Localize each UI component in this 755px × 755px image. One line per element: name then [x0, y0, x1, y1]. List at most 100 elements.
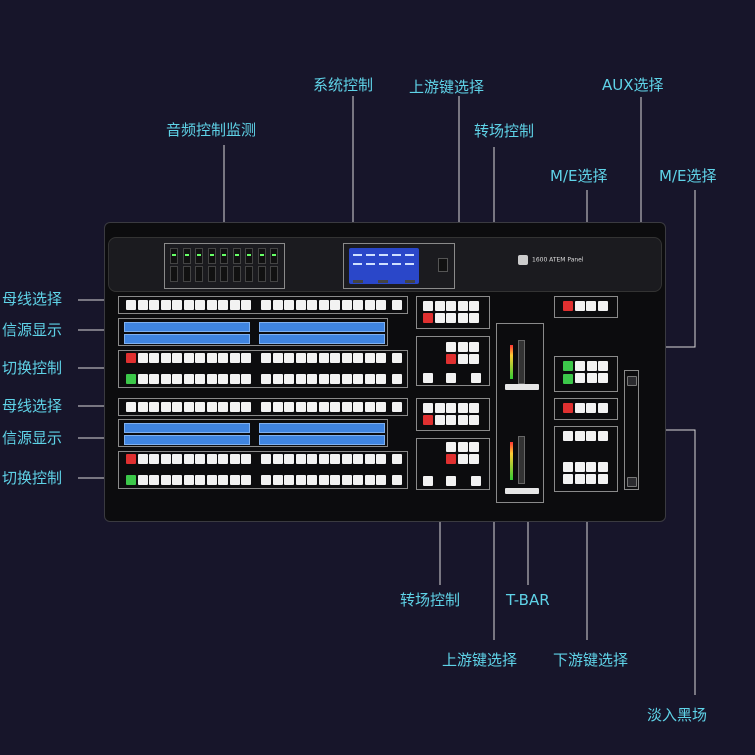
program-button[interactable]: [272, 353, 283, 363]
bus-button[interactable]: [376, 300, 386, 310]
transition-button[interactable]: [457, 354, 468, 364]
system-soft-button-2[interactable]: [378, 280, 388, 283]
audio-fader-lower[interactable]: [220, 266, 228, 282]
bus-button[interactable]: [261, 300, 271, 310]
audio-fader-lower[interactable]: [170, 266, 178, 282]
program-button[interactable]: [307, 353, 317, 363]
bus-button[interactable]: [318, 300, 329, 310]
bus-button[interactable]: [183, 300, 194, 310]
program-button[interactable]: [376, 353, 386, 363]
program-button[interactable]: [284, 454, 294, 464]
me-select-button[interactable]: [575, 373, 585, 383]
bus-button[interactable]: [364, 402, 375, 412]
upstream-key-button[interactable]: [457, 313, 468, 323]
program-button[interactable]: [341, 454, 352, 464]
me-select-button[interactable]: [586, 373, 597, 383]
me-select-button[interactable]: [563, 374, 573, 384]
program-button[interactable]: [218, 353, 228, 363]
transition-button[interactable]: [446, 454, 456, 464]
audio-fader[interactable]: [257, 248, 266, 264]
preview-button[interactable]: [307, 475, 317, 485]
fade-to-black-button[interactable]: [627, 376, 637, 386]
preview-button[interactable]: [364, 374, 375, 384]
audio-fader[interactable]: [270, 248, 278, 264]
preview-button[interactable]: [353, 475, 363, 485]
bus-button[interactable]: [392, 300, 402, 310]
bus-button[interactable]: [307, 402, 317, 412]
bus-button[interactable]: [172, 402, 182, 412]
program-button[interactable]: [272, 454, 283, 464]
program-button[interactable]: [241, 353, 251, 363]
bus-button[interactable]: [195, 300, 205, 310]
tbar-handle-2[interactable]: [505, 488, 539, 494]
bus-button[interactable]: [218, 402, 228, 412]
preview-button[interactable]: [183, 475, 194, 485]
preview-button[interactable]: [172, 374, 182, 384]
program-button[interactable]: [172, 454, 182, 464]
upstream-key-button[interactable]: [469, 313, 479, 323]
bus-button[interactable]: [160, 402, 171, 412]
audio-fader-lower[interactable]: [182, 266, 191, 282]
preview-button[interactable]: [341, 374, 352, 384]
bus-button[interactable]: [206, 300, 217, 310]
transition-cut-button[interactable]: [423, 373, 433, 383]
bus-button[interactable]: [341, 300, 352, 310]
downstream-key-button[interactable]: [574, 474, 585, 484]
upstream-key-button[interactable]: [423, 415, 433, 425]
upstream-key-button[interactable]: [446, 313, 456, 323]
program-button[interactable]: [172, 353, 182, 363]
tbar-handle-1[interactable]: [505, 384, 539, 390]
program-button[interactable]: [206, 353, 217, 363]
preview-button[interactable]: [206, 475, 217, 485]
downstream-key-button[interactable]: [597, 474, 608, 484]
audio-fader[interactable]: [245, 248, 253, 264]
transition-button[interactable]: [469, 454, 479, 464]
transition-button[interactable]: [457, 342, 468, 352]
upstream-key-button[interactable]: [434, 403, 445, 413]
program-button[interactable]: [149, 454, 159, 464]
program-button[interactable]: [392, 454, 402, 464]
preview-button[interactable]: [353, 374, 363, 384]
preview-button[interactable]: [392, 374, 402, 384]
me-select-button[interactable]: [586, 403, 596, 413]
preview-button[interactable]: [149, 475, 159, 485]
me-select-button[interactable]: [597, 403, 608, 413]
upstream-key-button[interactable]: [423, 301, 433, 311]
preview-button[interactable]: [195, 374, 205, 384]
preview-button[interactable]: [183, 374, 194, 384]
aux-select-button[interactable]: [574, 301, 585, 311]
bus-button[interactable]: [341, 402, 352, 412]
transition-rate-button[interactable]: [471, 476, 481, 486]
upstream-key-button[interactable]: [434, 415, 445, 425]
downstream-key-button[interactable]: [574, 431, 585, 441]
preview-button[interactable]: [160, 475, 171, 485]
audio-fader[interactable]: [207, 248, 216, 264]
transition-cut-button[interactable]: [423, 476, 433, 486]
aux-select-button[interactable]: [586, 301, 596, 311]
upstream-key-button[interactable]: [423, 403, 433, 413]
audio-fader-lower[interactable]: [195, 266, 203, 282]
program-button[interactable]: [241, 454, 251, 464]
transition-button[interactable]: [446, 342, 456, 352]
preview-button[interactable]: [218, 374, 228, 384]
bus-button[interactable]: [272, 402, 283, 412]
upstream-key-button[interactable]: [457, 415, 468, 425]
system-knob[interactable]: [438, 258, 448, 272]
transition-button[interactable]: [469, 342, 479, 352]
upstream-key-button[interactable]: [457, 301, 468, 311]
audio-fader-lower[interactable]: [207, 266, 216, 282]
upstream-key-button[interactable]: [434, 313, 445, 323]
preview-button[interactable]: [330, 374, 340, 384]
bus-button[interactable]: [330, 402, 340, 412]
me-select-button[interactable]: [563, 361, 573, 371]
bus-button[interactable]: [376, 402, 386, 412]
preview-button[interactable]: [330, 475, 340, 485]
preview-button[interactable]: [126, 475, 136, 485]
upstream-key-button[interactable]: [434, 301, 445, 311]
me-select-button[interactable]: [574, 403, 585, 413]
preview-button[interactable]: [172, 475, 182, 485]
system-soft-button-1[interactable]: [353, 280, 363, 283]
program-button[interactable]: [261, 353, 271, 363]
audio-fader[interactable]: [182, 248, 191, 264]
me-select-button[interactable]: [563, 403, 573, 413]
